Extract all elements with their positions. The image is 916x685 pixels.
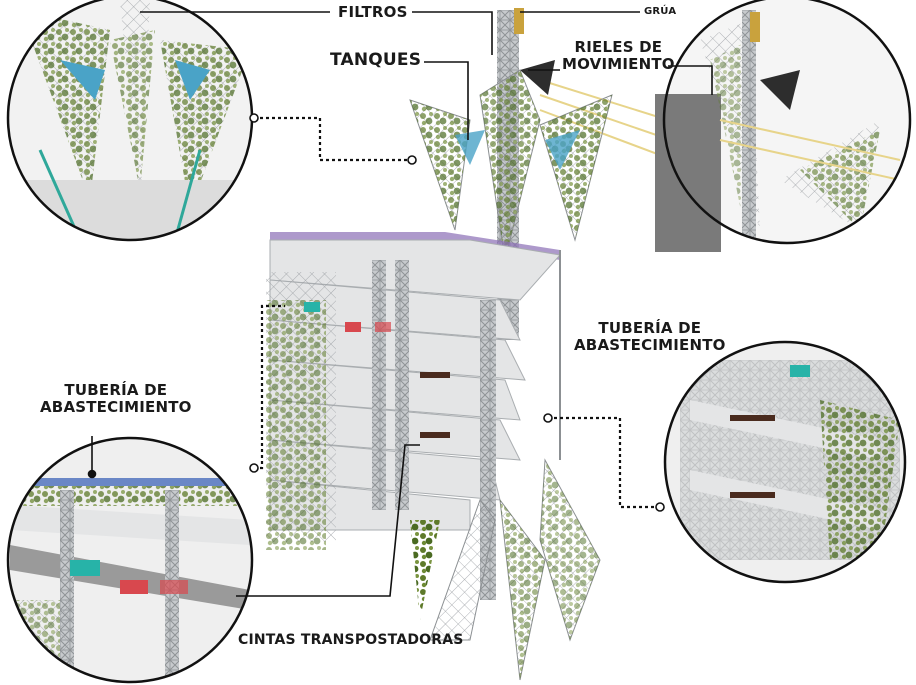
label-tuberia-left-line1: TUBERÍA DE — [40, 382, 192, 399]
label-grua: GRÚA — [644, 6, 676, 17]
label-filtros: FILTROS — [338, 4, 408, 21]
label-rieles-line1: RIELES DE — [562, 39, 675, 56]
label-cintas-transpostadoras: CINTAS TRANSPOSTADORAS — [238, 633, 464, 649]
detail-circle-supply-pipe — [665, 342, 905, 582]
upper-tanks — [410, 70, 612, 260]
detail-circle-conveyors — [8, 438, 252, 682]
label-tuberia-right-line2: ABASTECIMIENTO — [574, 337, 726, 354]
label-rieles-line2: MOVIMIENTO — [562, 56, 675, 73]
label-tuberia-abastecimiento-right: TUBERÍA DE ABASTECIMIENTO — [574, 320, 726, 354]
label-tuberia-right-line1: TUBERÍA DE — [574, 320, 726, 337]
label-tuberia-left-line2: ABASTECIMIENTO — [40, 399, 192, 416]
label-tanques: TANQUES — [330, 51, 421, 70]
detail-circle-tanks — [8, 0, 252, 240]
label-rieles-de-movimiento: RIELES DE MOVIMIENTO — [562, 39, 675, 73]
label-tuberia-abastecimiento-left: TUBERÍA DE ABASTECIMIENTO — [40, 382, 192, 416]
